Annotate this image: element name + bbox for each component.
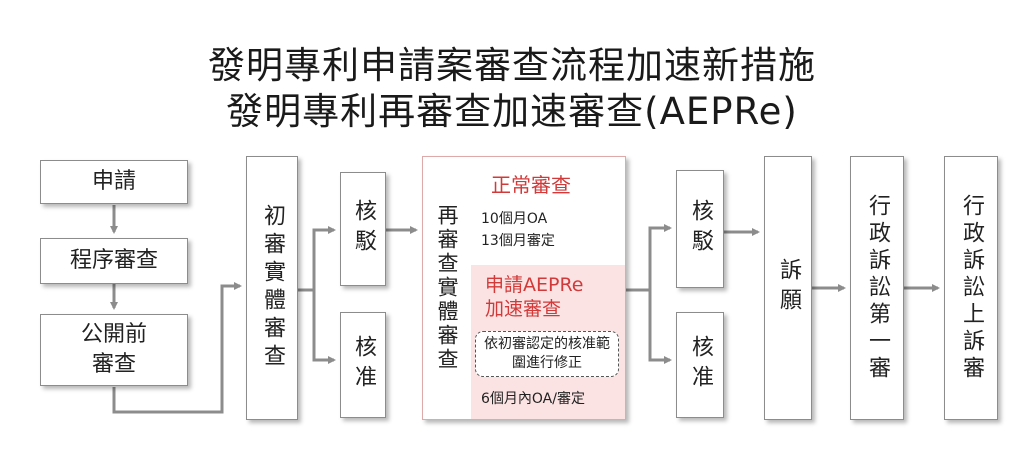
box-approve-1-label: 核准 (351, 335, 376, 395)
title-line-1: 發明專利申請案審查流程加速新措施 (208, 44, 816, 87)
box-approve-2-label: 核准 (688, 335, 713, 395)
box-admin-first-label: 行政訴訟第一審 (865, 193, 890, 383)
arrow-to-approve2 (648, 290, 672, 364)
box-approve-1: 核准 (340, 312, 386, 418)
arrow-to-verify1 (312, 226, 336, 290)
box-appeal: 訴願 (764, 156, 812, 420)
normal-exam-panel: 正常審查 10個月OA 13個月審定 (471, 157, 625, 265)
title-line-2: 發明專利再審查加速審查(AEPRe) (226, 90, 798, 133)
box-verify-2: 核駁 (676, 170, 724, 288)
box-initial-exam: 初審實體審查 (246, 156, 298, 420)
arrow-to-verify2 (648, 224, 672, 290)
normal-exam-line-2: 13個月審定 (481, 233, 555, 249)
arrow-publish-to-initial (112, 282, 242, 414)
box-verify-1-label: 核駁 (351, 199, 376, 259)
box-procedure: 程序審查 (40, 238, 188, 284)
aepre-panel: 申請AEPRe 加速審查 依初審認定的核准範圍進行修正 6個月內OA/審定 (471, 265, 625, 419)
box-verify-1: 核駁 (340, 172, 386, 286)
reexam-label: 再審查實體審查 (435, 204, 459, 372)
aepre-title-2: 加速審查 (485, 298, 562, 320)
box-apply: 申請 (40, 160, 188, 204)
normal-exam-title: 正常審查 (491, 173, 571, 197)
aepre-note: 依初審認定的核准範圍進行修正 (475, 331, 619, 377)
arrow-to-approve1 (312, 290, 336, 364)
box-publish-label: 公開前 審查 (80, 322, 147, 377)
box-admin-appeal-label: 行政訴訟上訴審 (959, 193, 984, 383)
aepre-line: 6個月內OA/審定 (481, 391, 585, 407)
box-appeal-label: 訴願 (776, 258, 801, 318)
box-approve-2: 核准 (676, 312, 724, 418)
aepre-title-1: 申請AEPRe (485, 274, 584, 296)
reexam-label-cell: 再審查實體審查 (423, 157, 472, 419)
reexam-group: 再審查實體審查 正常審查 10個月OA 13個月審定 申請AEPRe 加速審查 … (422, 156, 626, 420)
normal-exam-line-1: 10個月OA (481, 211, 548, 227)
box-admin-first: 行政訴訟第一審 (850, 156, 904, 420)
box-apply-label: 申請 (91, 169, 136, 194)
box-initial-exam-label: 初審實體審查 (260, 204, 285, 372)
box-procedure-label: 程序審查 (69, 248, 158, 273)
box-admin-appeal: 行政訴訟上訴審 (944, 156, 998, 420)
box-verify-2-label: 核駁 (688, 199, 713, 259)
box-publish: 公開前 審查 (40, 314, 188, 386)
